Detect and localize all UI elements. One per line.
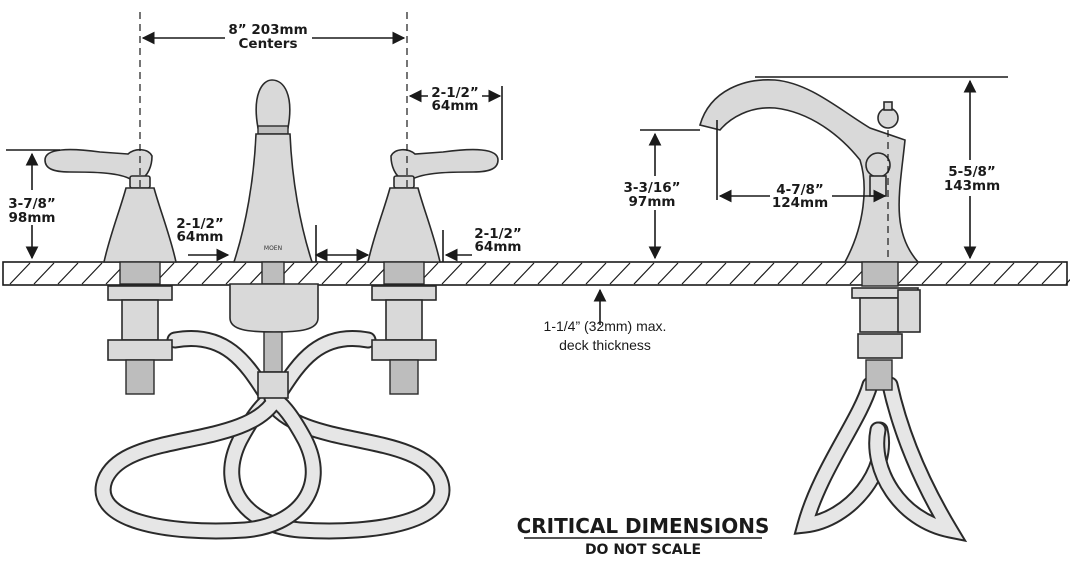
spout-reach-imperial: 4-7/8” <box>776 182 824 198</box>
critical-dimensions-caption: CRITICAL DIMENSIONS DO NOT SCALE <box>517 514 770 558</box>
centers-label: Centers <box>239 36 298 52</box>
hatch-line <box>561 262 583 285</box>
deck-thickness-line1: 1-1/4” (32mm) max. <box>544 318 667 334</box>
widespread-faucet-front-view: MOEN 8” 203mm Centers 2-1/2” 64m <box>6 12 522 540</box>
handle-spread-imperial: 2-1/2” <box>431 85 479 101</box>
handle-spread-metric: 64mm <box>432 98 479 114</box>
hatch-line <box>777 262 799 285</box>
hatch-line <box>633 262 655 285</box>
hatch-line <box>921 262 943 285</box>
caption-title: CRITICAL DIMENSIONS <box>517 514 770 538</box>
hatch-line <box>585 262 607 285</box>
spout-clearance-imperial: 3-3/16” <box>624 180 681 196</box>
hatch-line <box>729 262 751 285</box>
hatch-line <box>201 262 223 285</box>
handle-base-width-imperial: 2-1/2” <box>176 216 224 232</box>
hatch-line <box>801 262 823 285</box>
hatch-line <box>609 262 631 285</box>
hatch-line <box>441 262 463 285</box>
handle-base-width-metric: 64mm <box>177 229 224 245</box>
handle-height-metric: 98mm <box>9 210 56 226</box>
hatch-line <box>657 262 679 285</box>
hatch-line <box>345 262 367 285</box>
hatch-line <box>513 262 535 285</box>
hatch-line <box>33 262 55 285</box>
deck-thickness-line2: deck thickness <box>559 337 651 353</box>
hatch-line <box>897 262 919 285</box>
side-view-hoses <box>793 376 968 543</box>
left-handle-assembly <box>44 148 177 395</box>
hatch-line <box>537 262 559 285</box>
hatch-line <box>489 262 511 285</box>
hatch-line <box>177 262 199 285</box>
spout-clearance-metric: 97mm <box>629 194 676 210</box>
hatch-line <box>969 262 991 285</box>
countertop-deck <box>2 261 1070 286</box>
deck-thickness-note: 1-1/4” (32mm) max. deck thickness <box>544 288 667 353</box>
spout-reach-metric: 124mm <box>772 195 828 211</box>
hatch-line <box>297 262 319 285</box>
overall-height-imperial: 5-5/8” <box>948 164 996 180</box>
hatch-line <box>321 262 343 285</box>
handle-height-imperial: 3-7/8” <box>8 196 56 212</box>
hatch-line <box>825 262 847 285</box>
center-spout-assembly: MOEN <box>229 79 319 399</box>
right-handle-assembly <box>367 148 499 395</box>
faucet-side-view: 3-3/16” 97mm 4-7/8” 124mm 5-5/8” 143mm <box>624 76 1008 543</box>
hatch-line <box>993 262 1015 285</box>
caption-subtitle: DO NOT SCALE <box>585 542 701 558</box>
base-width-imperial: 2-1/2” <box>474 226 522 242</box>
hatch-line <box>81 262 103 285</box>
hatch-line <box>9 262 31 285</box>
hatch-line <box>57 262 79 285</box>
hatch-line <box>225 262 247 285</box>
hatch-line <box>705 262 727 285</box>
overall-height-metric: 143mm <box>944 178 1000 194</box>
hatch-line <box>753 262 775 285</box>
centers-dimension: 8” 203mm <box>228 22 307 38</box>
hatch-line <box>1065 278 1070 285</box>
hatch-line <box>681 262 703 285</box>
base-width-metric: 64mm <box>475 239 522 255</box>
hatch-line <box>1017 262 1039 285</box>
hatch-line <box>1041 262 1063 285</box>
hatch-line <box>945 262 967 285</box>
hatch-line <box>465 262 487 285</box>
spout-brand-stamp: MOEN <box>264 245 282 252</box>
